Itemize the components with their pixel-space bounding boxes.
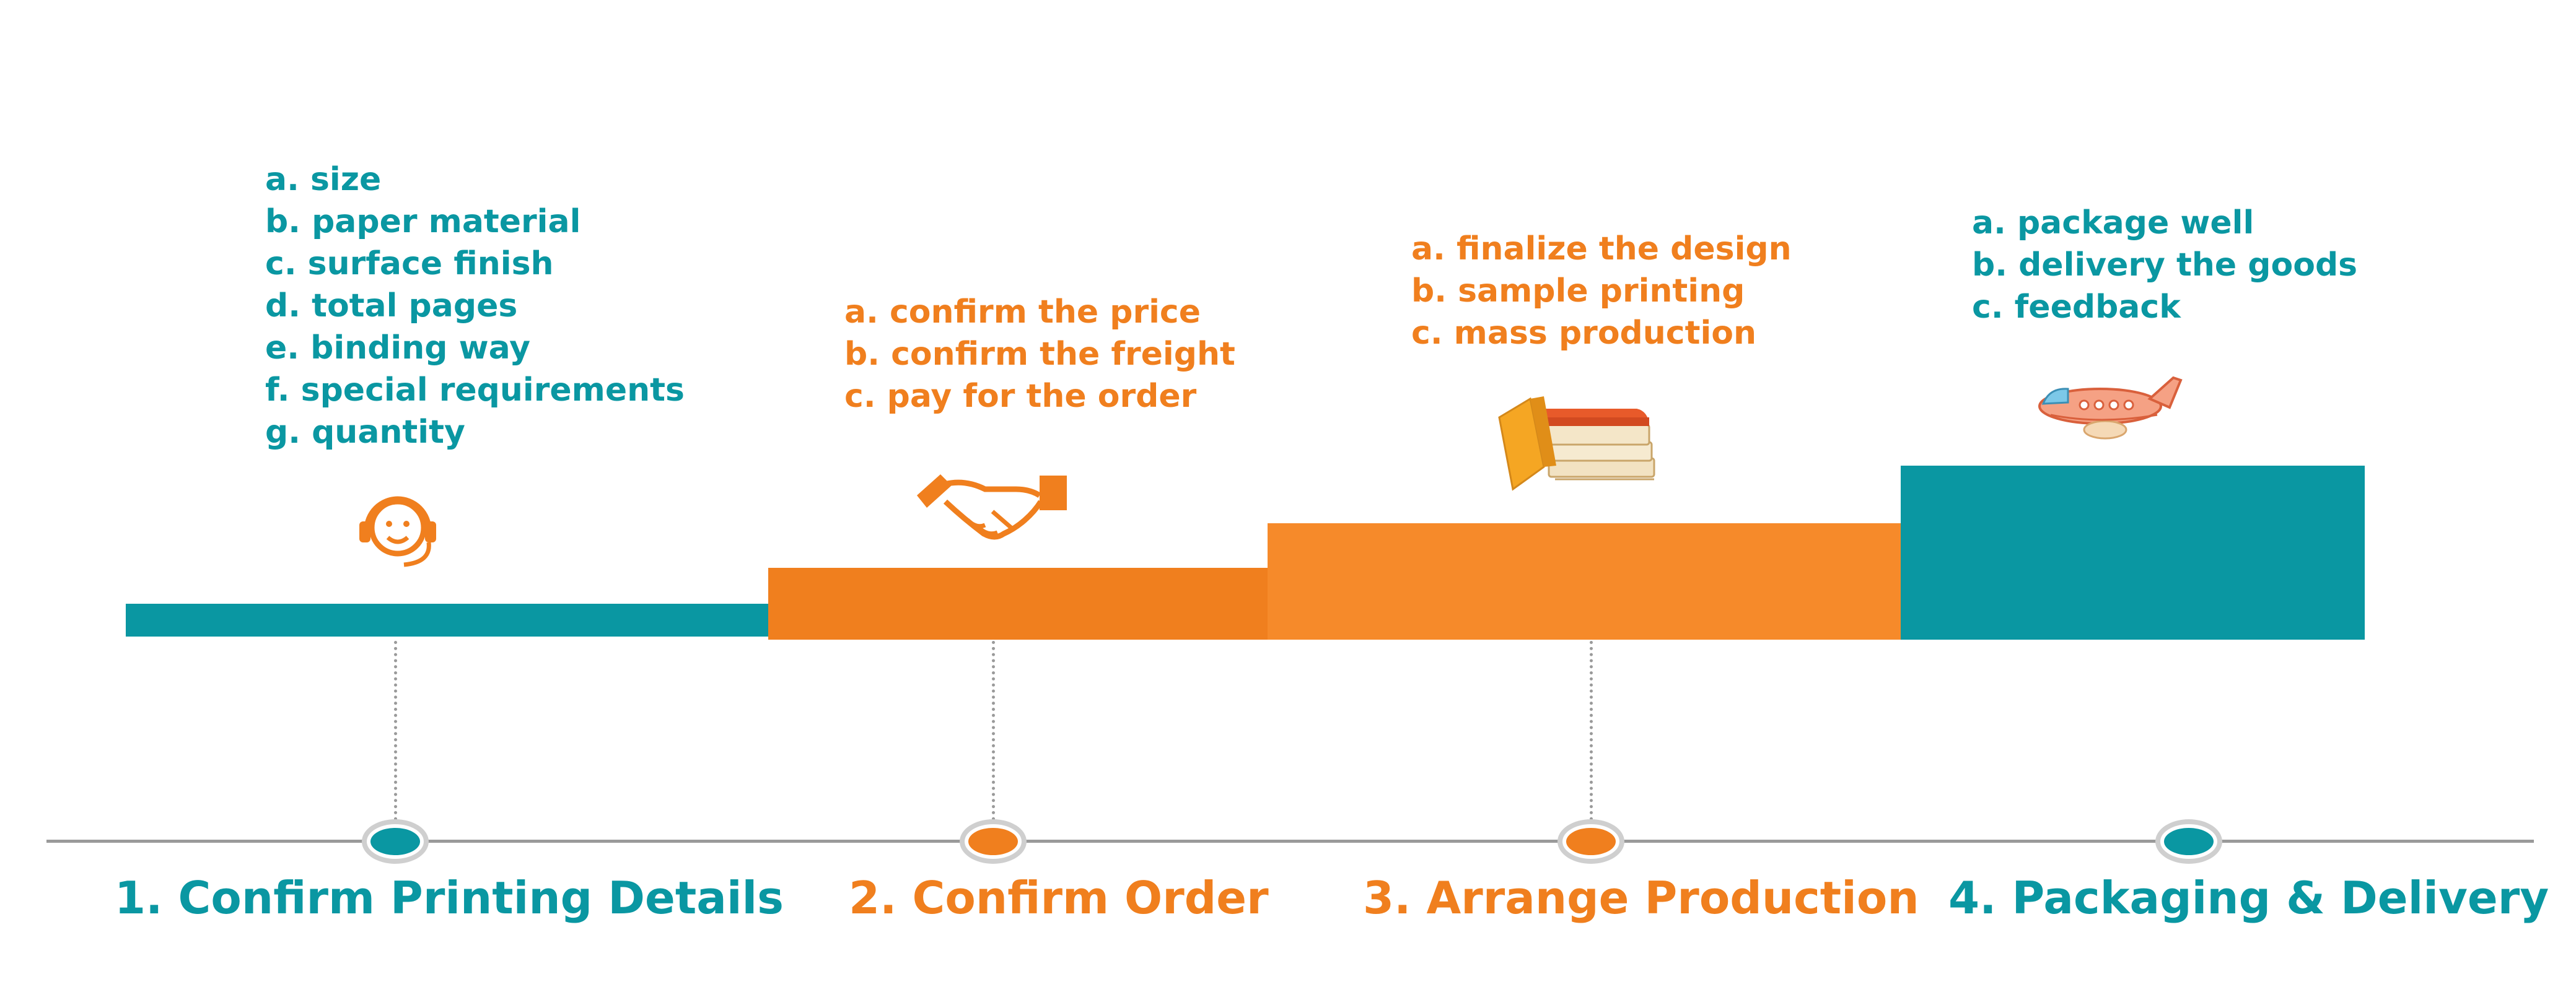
list-item: a. finalize the design [1411, 230, 1792, 268]
list-item: d. total pages [265, 287, 518, 324]
step-1-marker [362, 819, 429, 864]
list-item: f. special requirements [265, 372, 685, 409]
step-1-list: a. size b. paper material c. surface fin… [265, 159, 685, 453]
list-item: c. feedback [1972, 289, 2181, 326]
step-3-title: 3. Arrange Production [1363, 872, 1919, 924]
list-item: g. quantity [265, 414, 465, 451]
step-1-bar [126, 604, 770, 637]
list-item: a. package well [1972, 204, 2254, 241]
step-4-bar [1901, 466, 2365, 640]
step-3-connector [1590, 641, 1593, 820]
step-2-bar [768, 568, 1270, 640]
list-item: c. surface finish [265, 245, 554, 282]
timeline-axis [46, 840, 2534, 843]
step-4-list: a. package well b. delivery the goods c.… [1972, 202, 2357, 328]
handshake-icon [917, 474, 1067, 540]
list-item: b. paper material [265, 203, 581, 240]
list-item: a. size [265, 161, 382, 198]
step-2-marker [960, 819, 1027, 864]
books-icon [1498, 396, 1655, 491]
list-item: b. sample printing [1411, 272, 1745, 310]
step-1-connector [394, 641, 397, 820]
list-item: c. mass production [1411, 315, 1757, 352]
step-3-bar [1268, 523, 1903, 640]
headset-support-icon [359, 496, 436, 567]
step-4-marker [2155, 819, 2222, 864]
list-item: b. confirm the freight [844, 336, 1235, 373]
step-3-marker [1557, 819, 1624, 864]
airplane-icon [2038, 376, 2183, 440]
step-1-title: 1. Confirm Printing Details [115, 872, 784, 924]
step-2-title: 2. Confirm Order [849, 872, 1269, 924]
step-3-list: a. finalize the design b. sample printin… [1411, 228, 1792, 354]
step-2-list: a. confirm the price b. confirm the frei… [844, 291, 1235, 417]
list-item: e. binding way [265, 329, 531, 367]
step-2-connector [992, 641, 995, 820]
list-item: b. delivery the goods [1972, 246, 2358, 284]
list-item: a. confirm the price [844, 294, 1201, 331]
step-4-title: 4. Packaging & Delivery [1948, 872, 2549, 924]
list-item: c. pay for the order [844, 378, 1197, 415]
